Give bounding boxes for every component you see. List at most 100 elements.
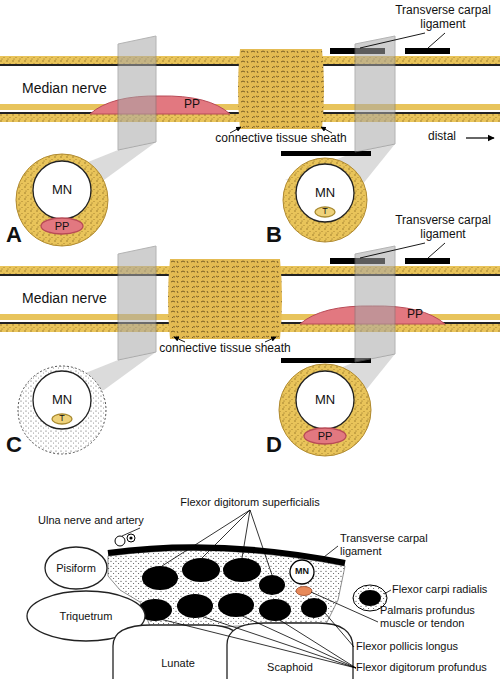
part-label: Transverse carpal ligament (388, 214, 498, 242)
node-outline (112, 624, 244, 679)
node-text: MN (315, 393, 335, 407)
connective-sleeve (238, 49, 324, 129)
panel-letter: D (266, 432, 292, 457)
ellipse-outline (296, 371, 354, 429)
leader-line (384, 590, 391, 594)
ellipse-outline (290, 560, 314, 584)
ellipse-outline (41, 218, 83, 234)
part-label: Flexor digitorum profundus (356, 661, 500, 674)
ellipse-outline (45, 547, 107, 589)
node-text: MN (295, 567, 309, 577)
leader-line (195, 614, 356, 668)
leader-line (162, 510, 250, 566)
node-outline (90, 95, 230, 114)
part-label: Palmaris profundus muscle or tendon (380, 604, 492, 629)
nerve-section: MN (32, 160, 92, 220)
leader-line (428, 243, 445, 258)
carpal-bone: Pisiform (44, 546, 108, 590)
part-label: Transverse carpal ligament (340, 532, 440, 557)
leader-line (311, 592, 378, 622)
leader-line (202, 510, 250, 558)
carpal-bone: Scaphoid (226, 622, 354, 679)
leader-line (275, 617, 356, 668)
node-text: MN (52, 393, 72, 407)
direction-arrow (466, 137, 494, 138)
tendon (259, 575, 285, 595)
nerve-fill (0, 274, 500, 324)
tendon-section: T (314, 206, 336, 218)
nerve-section: MN (295, 370, 355, 430)
section-plane (118, 36, 156, 150)
node-text: PP (318, 430, 333, 442)
nerve-stripe (0, 104, 500, 110)
ulnar-nerve (115, 536, 125, 546)
node-text: PP (184, 98, 200, 111)
node-text: Median nerve (22, 81, 107, 96)
ellipse-outline (304, 428, 346, 444)
nerve-section: MN (289, 559, 315, 585)
tendon (223, 558, 261, 582)
nerve-edge (0, 112, 500, 114)
tendon (359, 590, 381, 606)
pp-spindle: PP (90, 95, 230, 114)
ligament-bar (281, 358, 371, 363)
ulnar-artery (127, 534, 135, 542)
node-text: PP (55, 220, 70, 232)
leader-line (360, 243, 425, 258)
ligament-bar (330, 48, 385, 54)
pp-spindle: PP (300, 305, 445, 324)
node-text: MN (52, 183, 72, 197)
ligament (108, 547, 345, 563)
bone-outline (227, 623, 353, 679)
tendon (259, 599, 291, 621)
sheath-section (16, 154, 108, 246)
leader-line (325, 613, 354, 647)
nerve-edge (0, 64, 500, 66)
ligament-bar (405, 258, 450, 264)
nerve-edge (0, 274, 500, 276)
sheath-band (0, 56, 500, 122)
tendon (177, 594, 213, 618)
bone-outline (113, 625, 243, 679)
ellipse-outline (315, 207, 335, 217)
leader-line (236, 613, 356, 668)
leader-line (122, 528, 140, 536)
sheath-section (283, 158, 367, 242)
sheath-section (18, 366, 106, 454)
node-text: PP (407, 308, 423, 321)
part-label: Flexor carpi radialis (392, 583, 500, 596)
part-label: Flexor digitorum superficialis (150, 496, 350, 509)
part-label: Ulna nerve and artery (38, 514, 160, 527)
leader-line (360, 33, 425, 48)
ellipse-outline (33, 371, 91, 429)
section-plane (118, 246, 156, 360)
node-text: Triquetrum (60, 610, 113, 622)
part-label: connective tissue sheath (211, 132, 351, 146)
leader-line (250, 510, 272, 575)
section-plane (355, 246, 395, 362)
carpal-bone: Lunate (112, 624, 244, 679)
node-text: Lunate (161, 657, 195, 669)
leader-line (160, 619, 356, 668)
tendon (142, 566, 178, 590)
ellipse-outline (52, 414, 72, 424)
tendon-section: T (51, 413, 73, 425)
sheath-band (0, 266, 500, 332)
nerve-fill (0, 64, 500, 114)
pp-section: PP (303, 427, 347, 445)
connective-sleeve (168, 259, 282, 339)
part-label: Flexor pollicis longus (356, 640, 496, 653)
nerve-section: MN T (32, 370, 92, 430)
section-plane (355, 36, 395, 152)
sheath-section (279, 364, 371, 456)
nerve-band: Median nervePP (0, 274, 500, 324)
node-text: MN (315, 186, 335, 200)
direction-label: distal (428, 130, 468, 144)
panel-letter: A (6, 222, 32, 247)
node-text: T (322, 207, 328, 217)
node-text: T (59, 414, 65, 424)
panel-letter: C (6, 432, 32, 457)
